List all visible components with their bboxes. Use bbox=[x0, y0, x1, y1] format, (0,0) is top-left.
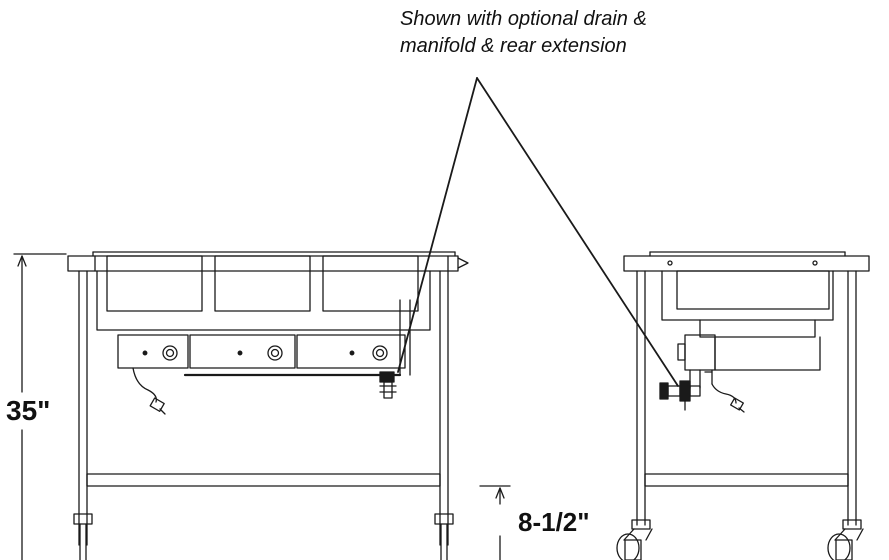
shelf-dimension-line bbox=[479, 485, 511, 560]
side-tabletop bbox=[623, 251, 870, 272]
front-knob-3 bbox=[372, 345, 388, 361]
side-caster-left bbox=[616, 528, 653, 560]
front-knob-2 bbox=[267, 345, 283, 361]
front-undershelf bbox=[86, 473, 441, 487]
front-wells bbox=[96, 255, 431, 331]
front-drain-valve bbox=[379, 371, 397, 399]
side-drain-valve bbox=[659, 380, 701, 411]
overall-height-label: 35" bbox=[6, 395, 51, 426]
side-well bbox=[661, 270, 834, 371]
front-power-cord bbox=[132, 367, 166, 415]
front-view bbox=[13, 251, 511, 560]
side-view bbox=[616, 251, 870, 560]
side-caster-right bbox=[827, 528, 864, 560]
side-undershelf bbox=[644, 473, 849, 487]
shelf-height-label: 8-1/2" bbox=[518, 507, 590, 537]
side-legs bbox=[631, 270, 862, 530]
front-tabletop bbox=[67, 251, 469, 272]
side-control-box bbox=[677, 334, 716, 389]
callout-note: Shown with optional drain & manifold & r… bbox=[400, 6, 820, 60]
front-knob-1 bbox=[162, 345, 178, 361]
front-control-panels bbox=[117, 299, 411, 377]
callout-line-2: manifold & rear extension bbox=[400, 35, 627, 57]
height-dimension-line bbox=[13, 253, 67, 560]
callout-line-1: Shown with optional drain & bbox=[400, 8, 647, 30]
callout-leader-lines bbox=[397, 77, 679, 387]
front-legs bbox=[73, 270, 454, 560]
side-power-cord bbox=[711, 383, 745, 413]
